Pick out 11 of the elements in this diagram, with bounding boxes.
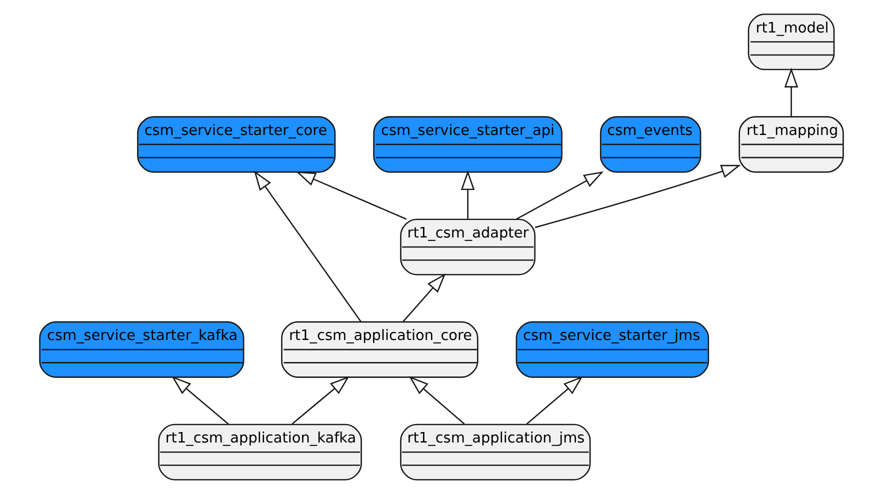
arrow (296, 170, 407, 220)
arrow (408, 376, 465, 424)
arrow (535, 164, 741, 228)
arrow (254, 170, 362, 322)
arrow (784, 67, 798, 116)
arrow (172, 376, 229, 424)
arrow (292, 376, 350, 424)
arrow (460, 170, 475, 218)
arrow (526, 376, 583, 424)
arrow (402, 272, 446, 322)
arrow (516, 170, 604, 220)
